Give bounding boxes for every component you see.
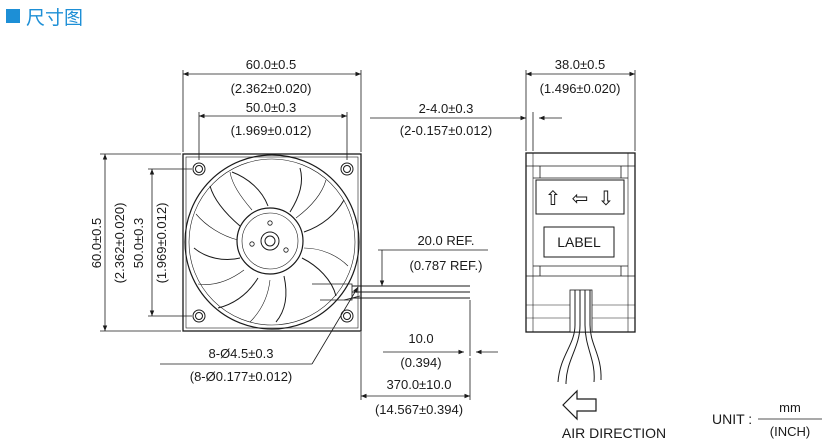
label-text: LABEL [557,234,601,250]
mount-holes-mm: 8-Ø4.5±0.3 [209,346,274,361]
hole-pitch-height-mm: 50.0±0.3 [131,218,146,269]
thickness-mm: 38.0±0.5 [555,57,606,72]
lead-length-mm: 370.0±10.0 [387,377,452,392]
wire-strip-inch: (0.394) [400,355,441,370]
hole-pitch-width-inch: (1.969±0.012) [231,123,312,138]
down-arrow-icon: ⇩ [598,186,615,210]
up-arrow-icon: ⇧ [545,186,562,210]
mount-holes [192,162,354,323]
tab-holes-inch: (2-0.157±0.012) [400,123,492,138]
hole-pitch-height-inch: (1.969±0.012) [154,203,169,284]
overall-height-inch: (2.362±0.020) [112,203,127,284]
rotation-arrow-box [535,179,625,215]
lead-exit-inch: (0.787 REF.) [410,258,483,273]
left-arrow-icon: ⇦ [572,186,589,210]
tab-holes-mm: 2-4.0±0.3 [419,101,474,116]
mount-holes-inch: (8-Ø0.177±0.012) [190,369,293,384]
fan-frame-outline [182,153,362,332]
overall-width-inch: (2.362±0.020) [231,81,312,96]
overall-width-mm: 60.0±0.5 [246,57,297,72]
side-lead-wires [557,290,602,385]
overall-height-mm: 60.0±0.5 [89,218,104,269]
thickness-inch: (1.496±0.020) [540,81,621,96]
fan-venturi [184,154,360,330]
unit-denominator: (INCH) [770,424,810,439]
air-direction-arrow-icon [562,389,597,421]
lead-length-inch: (14.567±0.394) [375,402,463,417]
front-view [182,153,470,332]
unit-prefix: UNIT : [712,411,752,427]
page-title: 尺寸图 [26,6,84,29]
fan-hub [236,207,304,275]
fan-blades [193,167,349,323]
label-box [543,226,615,258]
section-header: 尺寸图 [6,3,83,29]
air-direction-text: AIR DIRECTION [562,425,666,441]
unit-numerator: mm [779,400,801,415]
wire-strip-mm: 10.0 [408,331,433,346]
lead-wires [352,285,470,299]
hole-pitch-width-mm: 50.0±0.3 [246,100,297,115]
square-bullet-icon [6,9,20,23]
lead-exit-mm: 20.0 REF. [417,233,474,248]
